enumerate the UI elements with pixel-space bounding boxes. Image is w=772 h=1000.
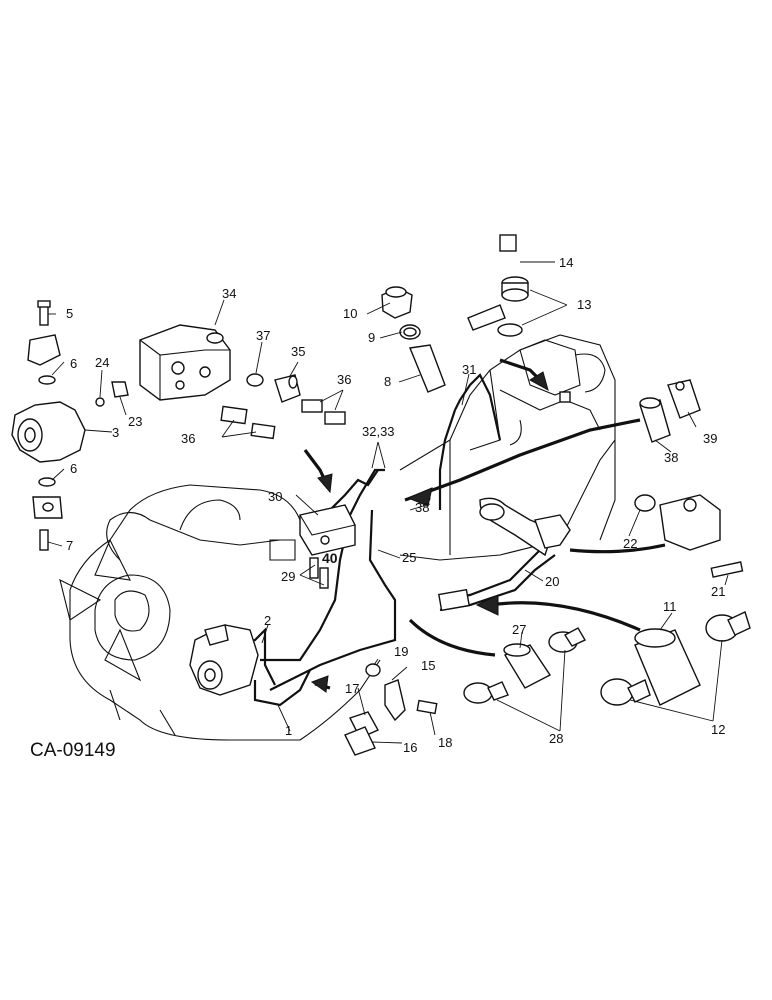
callout-37: 37 <box>256 328 270 343</box>
callout-17: 17 <box>345 681 359 696</box>
callout-25: 25 <box>402 550 416 565</box>
callout-11: 11 <box>663 599 677 614</box>
callout-20: 20 <box>545 574 559 589</box>
engine-block <box>59 484 381 741</box>
callout-10: 10 <box>343 306 357 321</box>
callout-19: 19 <box>394 644 408 659</box>
callout-6-lower: 6 <box>70 461 77 476</box>
callout-1: 1 <box>285 723 292 738</box>
callout-21: 21 <box>711 584 725 599</box>
callout-38-right: 38 <box>664 450 678 465</box>
callout-2: 2 <box>264 613 271 628</box>
parts-38-39-22-21 <box>634 379 744 578</box>
callout-7: 7 <box>66 538 73 553</box>
callout-30: 30 <box>268 489 282 504</box>
bolt-5-part <box>39 304 49 326</box>
bolt-7-part <box>39 529 49 551</box>
callout-23: 23 <box>128 414 142 429</box>
callout-35: 35 <box>291 344 305 359</box>
bracket-6-upper-part <box>27 334 61 366</box>
callout-9: 9 <box>368 330 375 345</box>
parts-13-14 <box>467 234 529 337</box>
callout-32-33: 32,33 <box>362 424 395 439</box>
callout-5: 5 <box>66 306 73 321</box>
hydraulic-lines <box>229 373 571 707</box>
hose-11-clamps-12 <box>600 611 751 706</box>
callout-27: 27 <box>512 622 526 637</box>
callout-31: 31 <box>462 362 476 377</box>
callout-28: 28 <box>549 731 563 746</box>
callout-18: 18 <box>438 735 452 750</box>
callout-24: 24 <box>95 355 109 370</box>
callout-8: 8 <box>384 374 391 389</box>
valve-30 <box>299 504 356 589</box>
callout-13: 13 <box>577 297 591 312</box>
callout-labels: 1 2 3 5 6 6 7 8 9 10 11 12 13 14 15 16 1… <box>66 255 725 755</box>
pump-assembly-lower <box>189 624 259 696</box>
filter-parts <box>381 286 446 393</box>
callout-38-center: 38 <box>415 500 429 515</box>
leader-lines <box>47 261 729 744</box>
callout-22: 22 <box>623 536 637 551</box>
callout-39: 39 <box>703 431 717 446</box>
orientation-arrows <box>303 358 666 693</box>
callout-14: 14 <box>559 255 573 270</box>
clamp-parts <box>344 663 438 756</box>
rear-housing <box>399 334 616 561</box>
callout-29: 29 <box>281 569 295 584</box>
callout-6-upper: 6 <box>70 356 77 371</box>
callout-3: 3 <box>112 425 119 440</box>
callout-36-left: 36 <box>181 431 195 446</box>
callout-15: 15 <box>421 658 435 673</box>
pump-assembly-left <box>11 300 129 551</box>
callout-34: 34 <box>222 286 236 301</box>
callout-16: 16 <box>403 740 417 755</box>
hose-27-clamps-28 <box>463 627 586 704</box>
valve-block-34 <box>139 324 346 440</box>
callout-36-right: 36 <box>337 372 351 387</box>
catalog-number: CA-09149 <box>30 740 116 761</box>
callout-40: 40 <box>322 550 338 566</box>
callout-12: 12 <box>711 722 725 737</box>
